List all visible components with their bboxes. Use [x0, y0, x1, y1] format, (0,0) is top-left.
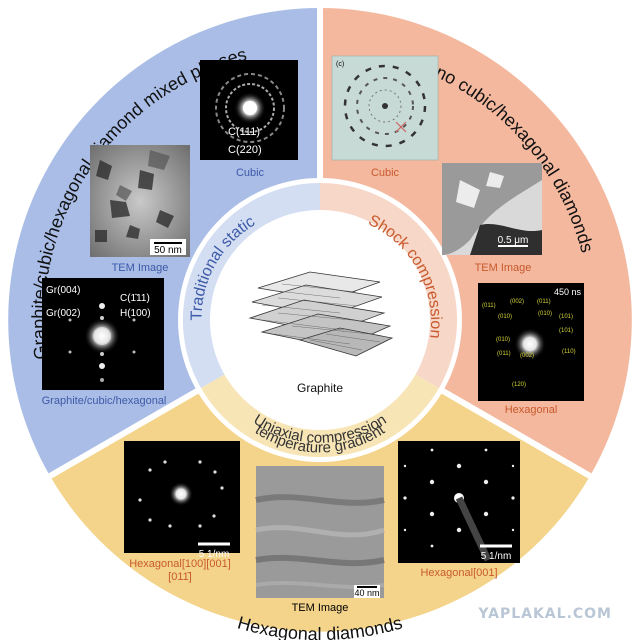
blue-cubic-label-111: C(111) [228, 126, 260, 138]
yellow-left-caption-line2: [011̄] [168, 571, 192, 583]
salmon-cubic-diffraction-image: (c) [331, 55, 439, 161]
blue-tem-image: 50 nm [90, 145, 190, 257]
yellow-right-caption: Hexagonal[001] [420, 567, 497, 579]
yellow-right-scale-bar: 5 1/nm [481, 551, 512, 562]
blue-mixed-label-gr002: Gr(002) [46, 308, 80, 319]
blue-mixed-label-h100: H(100) [120, 308, 151, 319]
salmon-hex-label: (002) [510, 299, 524, 305]
blue-tem-scale-bar: 50 nm [154, 245, 182, 256]
yellow-tem-image: 40 nm [255, 466, 385, 598]
salmon-hex-label: (101) [559, 314, 573, 320]
yellow-tem-scale-bar: 40 nm [354, 588, 379, 598]
salmon-hex-label: (011) [482, 303, 496, 309]
salmon-tem-image: 0.5 μm [442, 163, 542, 255]
salmon-hex-label: (010) [496, 337, 510, 343]
yellow-hex-diffraction-left-image: 5 1/nm [124, 441, 240, 560]
center-label: Graphite [297, 381, 343, 395]
salmon-hex-label: (010) [538, 311, 552, 317]
yellow-hex-diffraction-right-image: 5 1/nm [398, 441, 520, 563]
salmon-tem-scale-bar: 0.5 μm [498, 235, 529, 246]
watermark-text: YAPLAKAL.COM [478, 606, 612, 622]
salmon-hex-label: (120) [512, 382, 526, 388]
graphite-lattice-icon [248, 271, 394, 357]
graphite-lattice-hatch [261, 283, 381, 351]
salmon-hex-diffraction-image: 450 ns (011) (002) (011) (010) (010) (10… [478, 283, 584, 401]
yellow-left-scale-bar: 5 1/nm [199, 549, 230, 560]
salmon-hex-label: (011) [497, 351, 511, 357]
salmon-hex-label: (002) [520, 353, 534, 359]
yellow-tem-caption: TEM Image [292, 602, 349, 614]
blue-mixed-diffraction-image: Gr(004) Gr(002) C(1̄11) H(100) [42, 278, 164, 390]
blue-tem-caption: TEM Image [112, 262, 169, 274]
salmon-hex-caption: Hexagonal [505, 404, 558, 416]
salmon-cubic-caption: Cubic [371, 167, 400, 179]
blue-cubic-caption: Cubic [236, 167, 265, 179]
salmon-hex-label: (110) [562, 349, 576, 355]
blue-mixed-label-gr004: Gr(004) [46, 285, 80, 296]
salmon-cubic-tag: (c) [336, 61, 344, 68]
salmon-hex-label: (101) [559, 328, 573, 334]
blue-mixed-caption: Graphite/cubic/hexagonal [42, 395, 167, 407]
salmon-hex-label: (011) [537, 299, 551, 305]
blue-cubic-diffraction-image: C(111) C(220) [200, 60, 298, 160]
blue-cubic-label-220: C(220) [228, 144, 262, 156]
blue-mixed-label-c111: C(1̄11) [120, 293, 150, 304]
salmon-hex-label: (010) [498, 314, 512, 320]
salmon-tem-caption: TEM Image [475, 262, 532, 274]
salmon-hex-time: 450 ns [554, 287, 582, 297]
yellow-left-caption-line1: Hexagonal[100][001] [129, 558, 231, 570]
